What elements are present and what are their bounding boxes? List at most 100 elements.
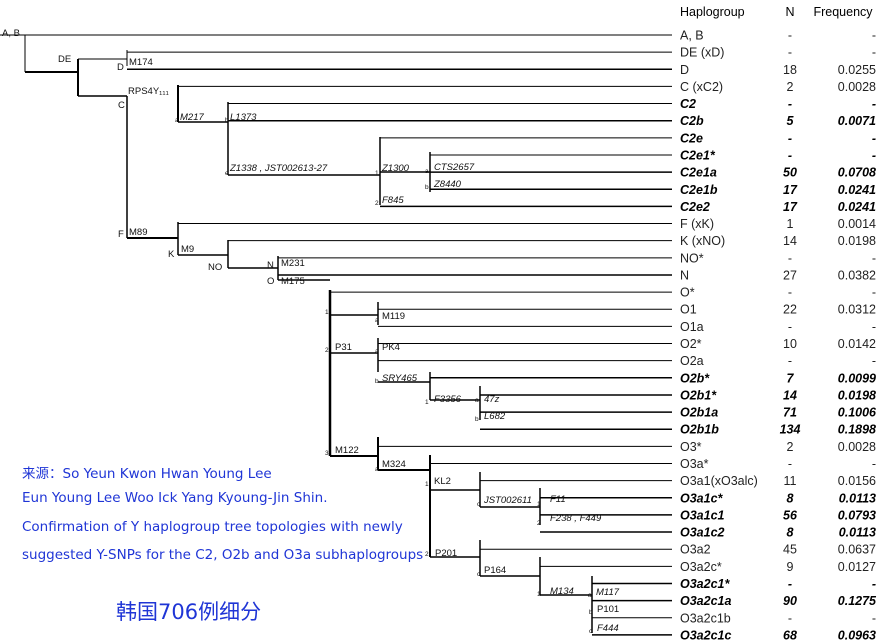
branch-index-label: a	[475, 397, 479, 404]
frequency-cell: -	[872, 611, 876, 625]
source-line-4: suggested Y-SNPs for the C2, O2b and O3a…	[22, 547, 424, 563]
haplogroup-cell: O1	[680, 303, 697, 317]
haplogroup-cell: O2a	[680, 354, 704, 368]
n-cell: 18	[783, 63, 797, 77]
frequency-cell: -	[872, 577, 876, 591]
branch-index-label: b	[225, 117, 229, 124]
branch-index-label: 2	[325, 347, 329, 354]
n-cell: -	[788, 251, 792, 265]
frequency-cell: 0.1275	[838, 594, 877, 608]
node-label-de: DE	[58, 54, 71, 65]
n-cell: 7	[787, 371, 795, 385]
haplogroup-cell: D	[680, 63, 689, 77]
n-cell: 27	[783, 268, 797, 282]
node-label-m175: M175	[281, 276, 305, 287]
haplogroup-cell: O3a2	[680, 543, 711, 557]
n-cell: 45	[783, 543, 797, 557]
haplogroup-cell: O*	[680, 286, 695, 300]
haplogroup-cell: O3a1(xO3alc)	[680, 474, 758, 488]
header-frequency: Frequency	[813, 5, 873, 19]
branch-index-label: 2	[375, 200, 379, 207]
node-label-no: NO	[208, 262, 222, 273]
frequency-cell: -	[872, 457, 876, 471]
frequency-cell: -	[872, 251, 876, 265]
node-label-m217: M217	[180, 112, 204, 123]
haplogroup-cell: C2	[680, 97, 696, 111]
frequency-cell: 0.0241	[838, 200, 876, 214]
haplogroup-cell: O2b*	[680, 371, 710, 385]
node-label-p201: P201	[435, 548, 457, 559]
n-cell: 8	[787, 526, 794, 540]
haplogroup-cell: N	[680, 268, 689, 282]
n-cell: -	[788, 286, 792, 300]
sample-note: 韩国706例细分	[116, 600, 262, 624]
frequency-cell: 0.0156	[838, 474, 876, 488]
branch-index-label: 1	[537, 591, 541, 598]
haplogroup-cell: O3a1c2	[680, 526, 725, 540]
frequency-cell: -	[872, 354, 876, 368]
branch-index-label: a	[375, 466, 379, 473]
frequency-cell: -	[872, 97, 876, 111]
node-label-z1300: Z1300	[381, 163, 410, 174]
frequency-cell: 0.0637	[838, 543, 876, 557]
haplogroup-cell: O2*	[680, 337, 702, 351]
node-label-z8440: Z8440	[433, 179, 462, 190]
haplogroup-cell: O3a1c*	[680, 491, 724, 505]
node-label-z1338: Z1338 , JST002613-27	[229, 163, 328, 174]
node-label-c: C	[118, 100, 125, 111]
n-cell: 14	[783, 388, 797, 402]
n-cell: -	[788, 457, 792, 471]
node-label-m324: M324	[382, 459, 406, 470]
frequency-cell: 0.0028	[838, 440, 876, 454]
haplogroup-cell: F (xK)	[680, 217, 714, 231]
haplogroup-cell: O2b1a	[680, 406, 718, 420]
node-label-kl2: KL2	[434, 476, 451, 487]
n-cell: 10	[783, 337, 797, 351]
n-cell: 5	[787, 114, 795, 128]
node-label-o: O	[267, 276, 274, 287]
node-label-m231: M231	[281, 258, 305, 269]
branch-index-label: c	[477, 501, 481, 508]
node-label-n: N	[267, 260, 274, 271]
n-cell: 11	[784, 474, 797, 488]
frequency-cell: 0.0071	[838, 114, 876, 128]
node-label-m134: M134	[550, 586, 574, 597]
haplogroup-cell: O3a2c1a	[680, 594, 731, 608]
frequency-cell: 0.0014	[838, 217, 876, 231]
n-cell: 17	[783, 200, 798, 214]
n-cell: 134	[780, 423, 801, 437]
haplogroup-cell: C2b	[680, 114, 704, 128]
node-label-root: A, B	[2, 28, 20, 39]
frequency-cell: -	[872, 131, 876, 145]
n-cell: -	[788, 577, 792, 591]
branch-index-label: 1	[425, 399, 429, 406]
n-cell: 90	[783, 594, 797, 608]
haplogroup-cell: A, B	[680, 29, 704, 43]
n-cell: 56	[783, 508, 798, 522]
node-label-f444: F444	[597, 623, 619, 634]
frequency-cell: 0.0127	[838, 560, 876, 574]
branch-index-label: e	[225, 170, 229, 177]
haplogroup-cell: C2e1b	[680, 183, 718, 197]
haplogroup-cell: C2e	[680, 131, 703, 145]
node-label-f238: F238 , F449	[550, 513, 602, 524]
frequency-cell: 0.0708	[838, 166, 876, 180]
haplogroup-cell: O3a2c1*	[680, 577, 730, 591]
branch-index-label: c	[477, 571, 481, 578]
n-cell: 2	[787, 80, 794, 94]
frequency-cell: -	[872, 148, 876, 162]
branch-index-label: a	[425, 168, 429, 175]
frequency-cell: 0.1006	[838, 406, 877, 420]
node-label-pk4: PK4	[382, 342, 400, 353]
frequency-cell: 0.0113	[839, 491, 876, 505]
haplogroup-cell: O3a2c*	[680, 560, 722, 574]
n-cell: -	[788, 29, 792, 43]
haplogroup-cell: DE (xD)	[680, 46, 724, 60]
frequency-cell: 0.0099	[838, 371, 876, 385]
node-label-f11: F11	[550, 494, 566, 505]
node-label-jst002611: JST002611	[483, 495, 532, 506]
node-label-rps4y: RPS4Y₁₁₁	[128, 86, 169, 97]
node-label-d: D	[117, 62, 124, 73]
frequency-cell: 0.0312	[838, 303, 876, 317]
